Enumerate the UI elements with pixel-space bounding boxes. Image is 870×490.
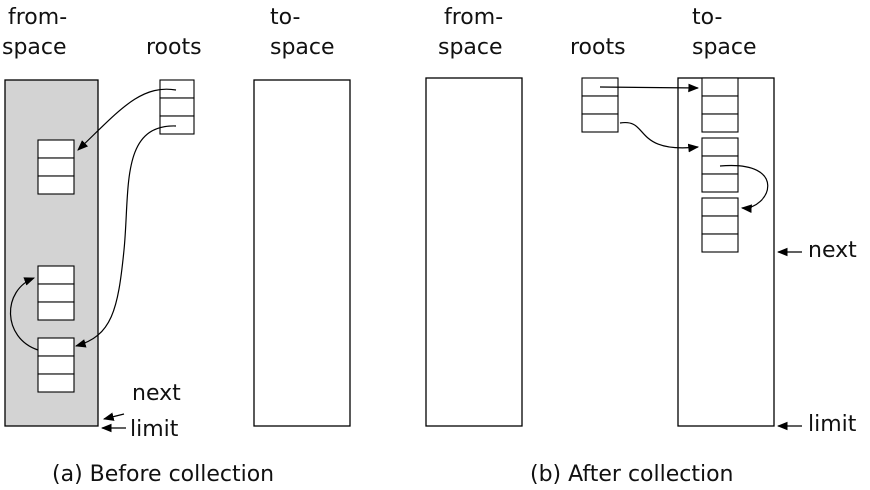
- object-block-b1: [701, 77, 739, 133]
- pointer-root-to-object-a1: [77, 88, 177, 151]
- from-space-label-b-line2: space: [438, 35, 503, 60]
- roots-label-a: roots: [146, 35, 202, 60]
- limit-label-a: limit: [130, 417, 179, 442]
- roots-block-b: [581, 77, 619, 133]
- from-space-label-a-line1: from-: [8, 5, 67, 30]
- limit-label-b: limit: [808, 412, 857, 437]
- pointer-object-a3-to-object-a2: [9, 277, 39, 351]
- roots-block-a: [159, 79, 195, 135]
- panel-after-collection: from- space roots to- space: [425, 5, 857, 487]
- to-space-region-a: [253, 79, 351, 427]
- pointer-object-b2-to-object-b3: [719, 164, 769, 213]
- object-block-b3: [701, 197, 739, 253]
- object-block-a3: [37, 337, 75, 393]
- pointer-root-to-object-b1: [599, 83, 700, 93]
- object-block-a1: [37, 139, 75, 195]
- pointer-root-to-object-b2: [619, 121, 700, 153]
- next-label-a: next: [132, 381, 181, 406]
- to-space-label-a-line2: space: [270, 35, 335, 60]
- pointer-root-to-object-a3: [74, 125, 177, 348]
- caption-a: (a) Before collection: [52, 462, 274, 487]
- from-space-label-a-line2: space: [2, 35, 67, 60]
- caption-b: (b) After collection: [530, 462, 734, 487]
- object-block-a2: [37, 265, 75, 321]
- panel-before-collection: from- space roots to- space: [2, 5, 351, 487]
- from-space-region-b: [425, 77, 523, 427]
- next-arrow-a: [102, 412, 125, 421]
- roots-label-b: roots: [570, 35, 626, 60]
- to-space-label-a-line1: to-: [270, 5, 300, 30]
- to-space-label-b-line1: to-: [692, 5, 722, 30]
- object-block-b2: [701, 137, 739, 193]
- to-space-label-b-line2: space: [692, 35, 757, 60]
- next-label-b: next: [808, 238, 857, 263]
- from-space-label-b-line1: from-: [444, 5, 503, 30]
